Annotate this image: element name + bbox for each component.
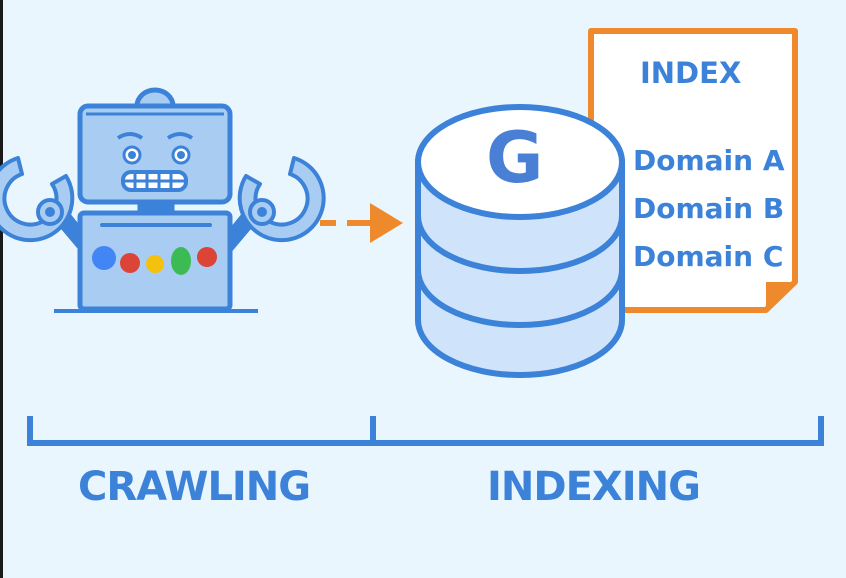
dashed-arrow-right-icon (320, 203, 403, 243)
dot-blue (92, 246, 116, 270)
database-logo-letter: G (486, 117, 544, 199)
robot-crawler-icon (0, 87, 326, 313)
left-edge-strip (0, 0, 3, 578)
dot-green (171, 247, 191, 275)
dot-red (120, 253, 140, 273)
index-title: INDEX (640, 56, 742, 90)
stage-label-indexing: INDEXING (487, 464, 701, 510)
index-entry: Domain A (633, 144, 785, 177)
index-entries: Domain A Domain B Domain C (633, 137, 785, 281)
database-icon (415, 104, 625, 378)
index-entry: Domain C (633, 240, 784, 273)
dot-red-2 (197, 247, 217, 267)
robot-color-dots (92, 246, 217, 275)
dot-yellow (146, 255, 164, 273)
stage-label-crawling: CRAWLING (78, 464, 311, 510)
index-entry: Domain B (633, 192, 785, 225)
